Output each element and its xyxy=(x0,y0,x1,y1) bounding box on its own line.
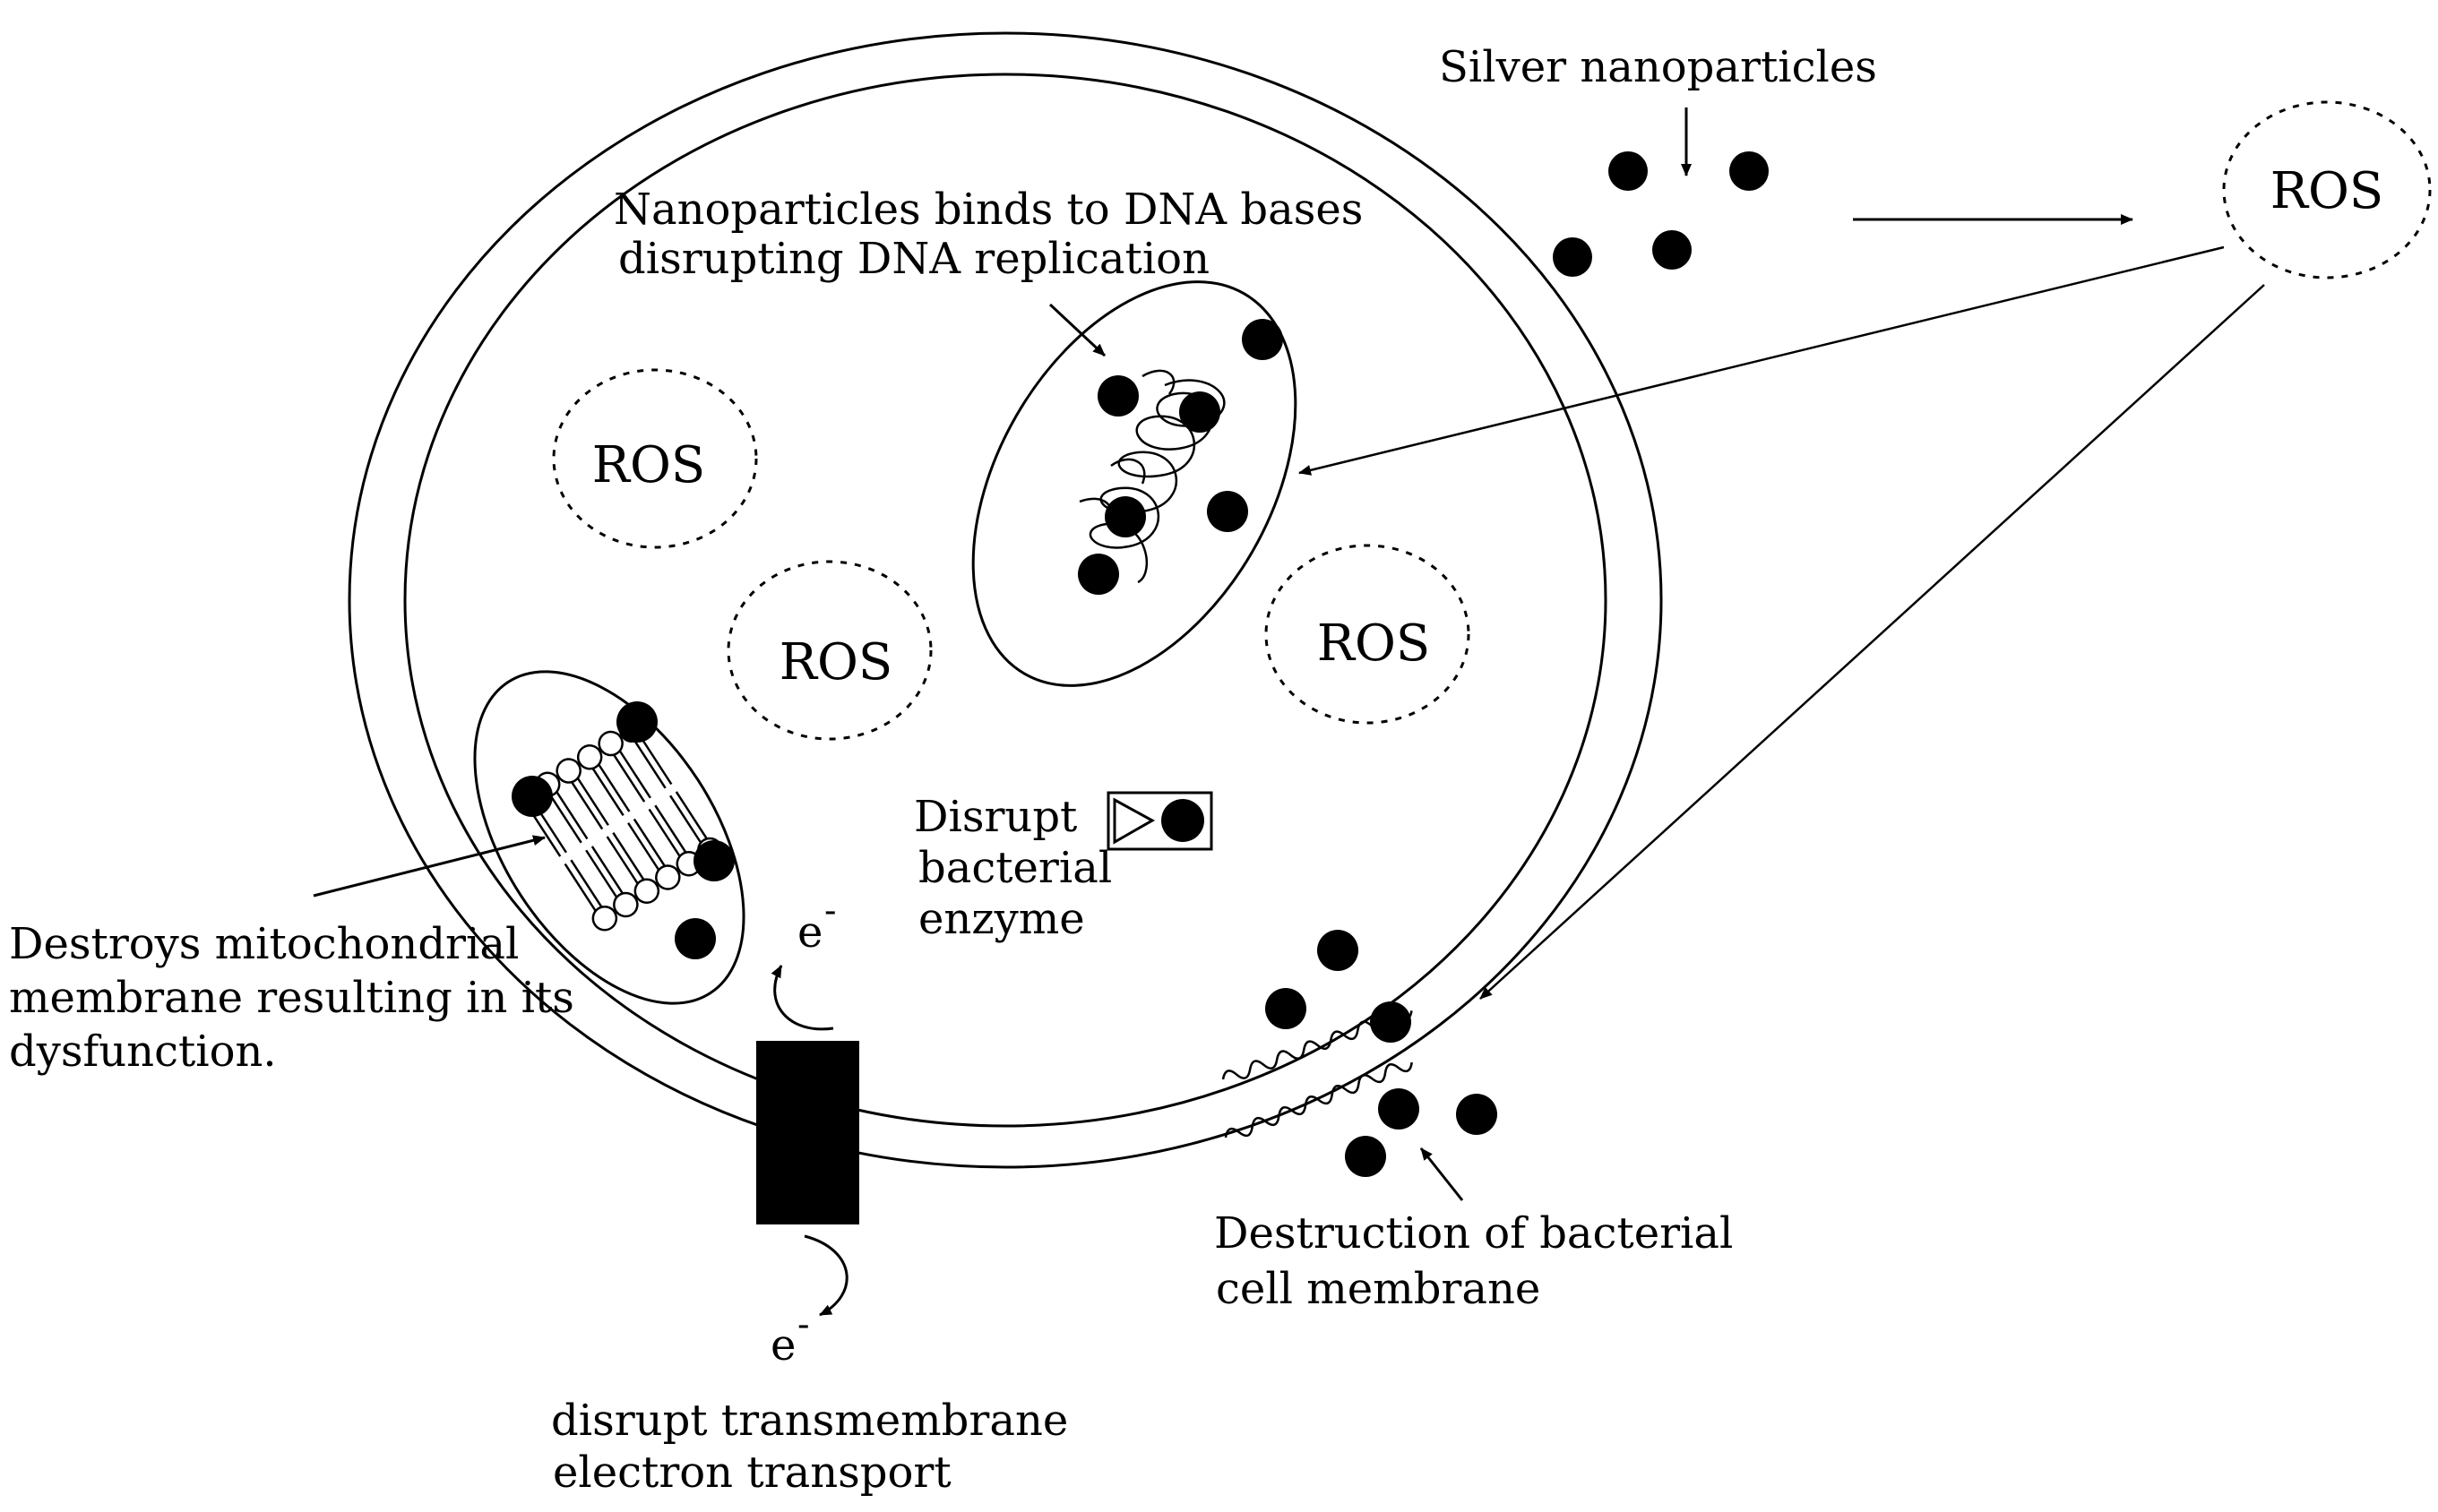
nanoparticle xyxy=(1078,554,1119,595)
ros-external-label: ROS xyxy=(2270,162,2383,220)
dna-strand xyxy=(1089,379,1226,584)
nanoparticle xyxy=(1105,496,1146,537)
electron-top-label: e xyxy=(797,907,823,958)
enzyme-shape xyxy=(1113,797,1156,845)
nanoparticle xyxy=(1370,1001,1411,1043)
ros-to-dna-arrow xyxy=(1298,245,2225,476)
nanoparticle xyxy=(616,701,658,743)
nanoparticle xyxy=(512,776,553,817)
electron-arrow-top xyxy=(771,965,834,1031)
electron-top-superscript: - xyxy=(824,890,837,932)
outer-cell-membrane xyxy=(348,31,1663,1169)
mitochondrion xyxy=(473,670,745,1005)
nanoparticle xyxy=(1265,988,1306,1029)
bacterial-enzyme xyxy=(1107,791,1213,851)
electron-bottom-label: e xyxy=(771,1320,796,1370)
dna-label-line2: disrupting DNA replication xyxy=(618,234,1210,284)
nanoparticle xyxy=(675,918,716,959)
dna-label-arrow xyxy=(1048,303,1107,357)
nucleoid-outline xyxy=(971,280,1297,687)
mitochondrion-outline xyxy=(473,670,745,1005)
ros-internal-1: ROS xyxy=(552,368,758,549)
nanoparticle xyxy=(1456,1094,1497,1135)
mitochondria-label-line2: membrane resulting in its xyxy=(9,973,574,1023)
membrane-label-line2: cell membrane xyxy=(1216,1264,1540,1314)
electron-bottom-superscript: - xyxy=(797,1304,810,1345)
mitochondria-label-line1: Destroys mitochondrial xyxy=(9,919,519,969)
bacterial-cell xyxy=(348,31,1663,1169)
dna-nucleoid xyxy=(971,280,1297,687)
nanoparticle xyxy=(1378,1088,1419,1130)
nanoparticle xyxy=(1317,930,1358,971)
lipid-bilayer xyxy=(513,717,723,932)
ros-circle xyxy=(727,560,933,741)
damaged-membrane-wave-2 xyxy=(1224,1061,1413,1138)
nanoparticle xyxy=(1161,799,1204,842)
ros-external-circle xyxy=(2222,100,2432,279)
transmembrane-protein xyxy=(756,1041,859,1224)
mitochondria-label-arrow xyxy=(313,835,546,898)
ros-circle xyxy=(1264,544,1470,725)
ros-internal-3: ROS xyxy=(1264,544,1470,725)
ros-internal-2: ROS xyxy=(727,560,933,741)
nanoparticle xyxy=(1729,151,1769,191)
membrane-label-arrow xyxy=(1419,1147,1464,1201)
nanoparticle xyxy=(1652,230,1692,270)
enzyme-label-line1: Disrupt xyxy=(914,792,1077,842)
ros-label: ROS xyxy=(780,633,892,692)
nanoparticle xyxy=(1345,1136,1386,1177)
external-nanoparticles xyxy=(1553,151,1769,277)
membrane-label-line1: Destruction of bacterial xyxy=(1214,1208,1733,1259)
nanoparticle xyxy=(1242,319,1283,360)
dna-label-line1: Nanoparticles binds to DNA bases xyxy=(614,185,1363,235)
ros-to-membrane-arrow xyxy=(1479,284,2265,1000)
transport-label-line1: disrupt transmembrane xyxy=(551,1396,1068,1446)
enzyme-label-line3: enzyme xyxy=(918,894,1085,944)
nanoparticle xyxy=(1608,151,1648,191)
inner-cell-membrane xyxy=(403,73,1607,1128)
ros-circle xyxy=(552,368,758,549)
electron-arrow-bottom xyxy=(804,1234,849,1317)
ros-label: ROS xyxy=(592,436,705,494)
nanoparticle xyxy=(1098,375,1139,417)
enzyme-label-line2: bacterial xyxy=(918,843,1112,893)
nanoparticle xyxy=(693,840,735,881)
nanoparticle xyxy=(1553,237,1592,277)
membrane-damage xyxy=(1221,930,1497,1177)
ros-label: ROS xyxy=(1317,614,1430,673)
nanoparticle xyxy=(1179,391,1220,433)
transport-label-line2: electron transport xyxy=(553,1448,952,1498)
nanoparticle xyxy=(1207,491,1248,532)
mitochondria-label-line3: dysfunction. xyxy=(9,1027,277,1077)
silver-nanoparticles-label: Silver nanoparticles xyxy=(1439,42,1877,92)
